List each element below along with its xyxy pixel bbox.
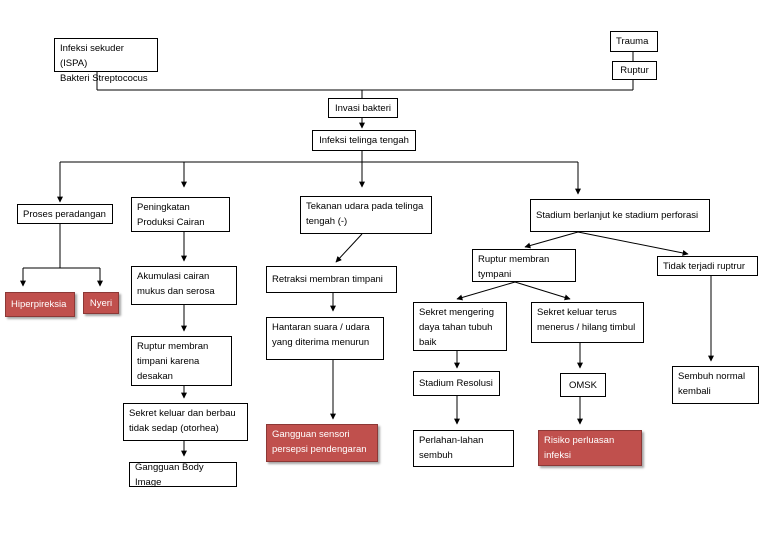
node-gangguan-body-image: Gangguan Body Image <box>129 462 237 488</box>
node-proses-peradangan: Proses peradangan <box>17 204 113 224</box>
node-sembuh-normal: Sembuh normal kembali <box>672 366 759 404</box>
node-infeksi-sekunder: Infeksi sekuder (ISPA) Bakteri Streptoco… <box>54 38 158 84</box>
node-tidak-terjadi-ruptur: Tidak terjadi ruptrur <box>657 256 758 276</box>
node-hiperpireksia: Hiperpireksia <box>5 292 75 317</box>
node-infeksi-telinga-tengah: Infeksi telinga tengah <box>312 130 416 151</box>
node-nyeri: Nyeri <box>83 292 119 314</box>
node-ruptur-membran-timpani: Ruptur membran tympani <box>472 249 576 282</box>
node-invasi-bakteri: Invasi bakteri <box>328 98 398 118</box>
node-gangguan-sensori: Gangguan sensori persepsi pendengaran <box>266 424 378 462</box>
node-ruptur-membran-timpani-desakan: Ruptur membran timpani karena desakan <box>131 336 232 386</box>
node-sekret-keluar-terus: Sekret keluar terus menerus / hilang tim… <box>531 302 644 343</box>
connector-arrow <box>577 231 689 256</box>
connector-arrow <box>524 231 579 249</box>
node-hantaran-suara: Hantaran suara / udara yang diterima men… <box>266 317 384 360</box>
node-peningkatan-produksi: Peningkatan Produksi Cairan <box>131 197 230 232</box>
node-risiko-perluasan: Risiko perluasan infeksi <box>538 430 642 466</box>
node-trauma: Trauma <box>610 31 658 52</box>
node-perlahan-sembuh: Perlahan-lahan sembuh <box>413 430 514 467</box>
connector-arrow <box>514 281 571 301</box>
node-omsk: OMSK <box>560 373 606 397</box>
node-ruptur: Ruptur <box>612 61 657 80</box>
node-tekanan-udara: Tekanan udara pada telinga tengah (-) <box>300 196 432 234</box>
node-akumulasi-cairan: Akumulasi cairan mukus dan serosa <box>131 266 237 305</box>
node-retraksi-membran: Retraksi membran timpani <box>266 266 397 293</box>
node-stadium-perforasi: Stadium berlanjut ke stadium perforasi <box>530 199 710 232</box>
node-stadium-resolusi: Stadium Resolusi <box>413 371 500 396</box>
node-sekret-mengering: Sekret mengering daya tahan tubuh baik <box>413 302 507 351</box>
node-sekret-keluar-berbau: Sekret keluar dan berbau tidak sedap (ot… <box>123 403 248 441</box>
connector-arrow <box>335 233 363 263</box>
connector-arrow <box>456 281 516 301</box>
